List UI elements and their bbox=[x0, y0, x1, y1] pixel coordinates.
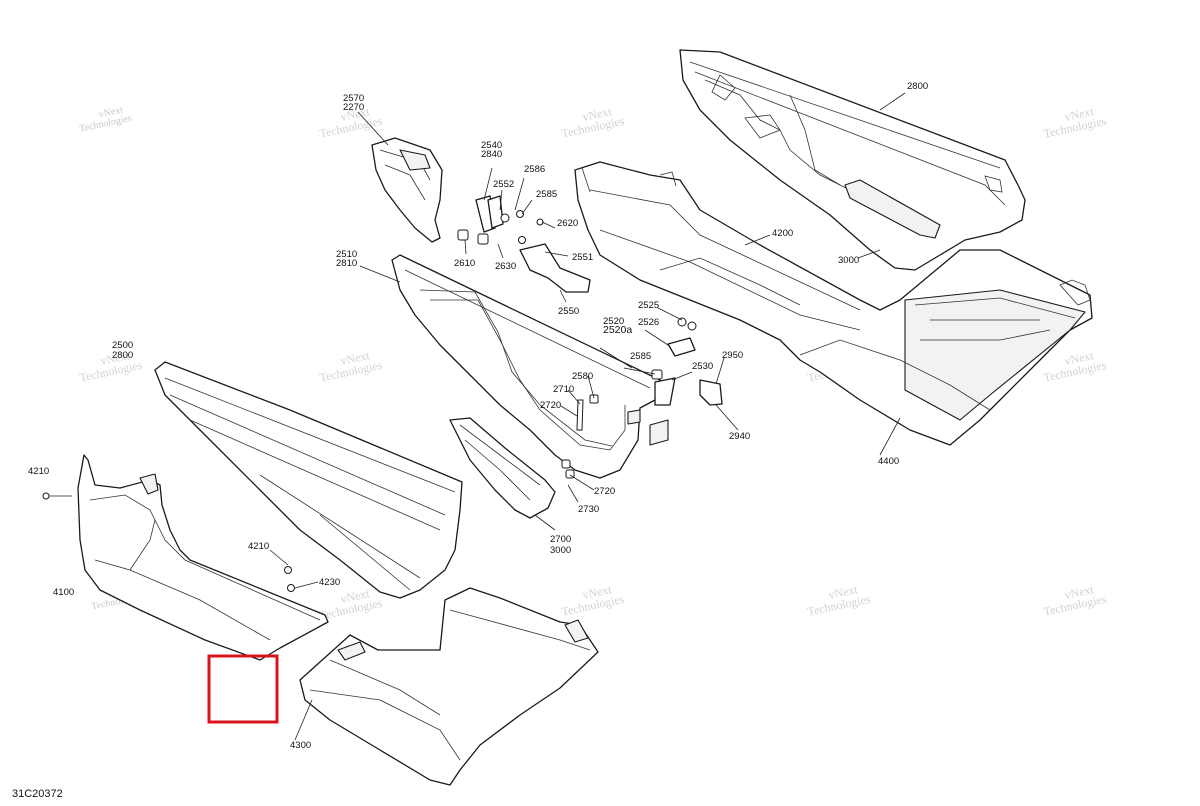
callout-4400: 4400 bbox=[878, 456, 899, 467]
callout-2586: 2586 bbox=[524, 164, 545, 175]
svg-text:vNext: vNext bbox=[581, 104, 613, 124]
callout-2510: 2510 bbox=[336, 249, 357, 260]
part-lower-left-panel bbox=[42, 454, 329, 661]
svg-text:vNext: vNext bbox=[339, 104, 371, 124]
watermark: vNext Technologies bbox=[560, 104, 626, 141]
callout-2540: 2540 bbox=[481, 140, 502, 151]
callout-4210-mid: 4210 bbox=[248, 541, 269, 552]
diagram-code: 31C20372 bbox=[12, 788, 63, 800]
callout-2585-mid: 2585 bbox=[630, 351, 651, 362]
callout-2585: 2585 bbox=[536, 189, 557, 200]
callout-2552: 2552 bbox=[493, 179, 514, 190]
watermark: vNext Technologies bbox=[78, 104, 132, 134]
callout-2800: 2800 bbox=[907, 81, 928, 92]
svg-text:vNext: vNext bbox=[1063, 348, 1095, 368]
highlight-box bbox=[207, 654, 279, 724]
svg-text:vNext: vNext bbox=[98, 104, 124, 120]
watermark: vNext Technologies bbox=[806, 582, 872, 619]
callout-2526: 2526 bbox=[638, 317, 659, 328]
watermark: vNext Technologies bbox=[1042, 348, 1108, 385]
callout-2551: 2551 bbox=[572, 252, 593, 263]
watermark: vNext Technologies bbox=[560, 582, 626, 619]
callout-4100: 4100 bbox=[53, 587, 74, 598]
svg-text:vNext: vNext bbox=[339, 586, 371, 606]
callout-2720-lower: 2720 bbox=[594, 486, 615, 497]
callout-2520a: 2520a bbox=[603, 324, 632, 336]
callout-4200: 4200 bbox=[772, 228, 793, 239]
leader-lines bbox=[269, 92, 906, 741]
callout-2700: 2700 bbox=[550, 534, 571, 545]
callout-4230: 4230 bbox=[319, 577, 340, 588]
svg-text:vNext: vNext bbox=[581, 582, 613, 602]
callout-2620: 2620 bbox=[557, 218, 578, 229]
callout-2570: 2570 bbox=[343, 93, 364, 104]
watermark: vNext Technologies bbox=[318, 348, 384, 385]
part-door-frame bbox=[391, 254, 669, 479]
watermark: vNext Technologies bbox=[1042, 582, 1108, 619]
part-latch bbox=[457, 195, 544, 256]
callout-3000-top: 3000 bbox=[838, 255, 859, 266]
callout-2610: 2610 bbox=[454, 258, 475, 269]
part-right-floor-tub bbox=[574, 161, 1093, 446]
svg-text:vNext: vNext bbox=[339, 348, 371, 368]
callout-labels: 2570 2270 2540 2840 2586 2552 2585 2620 … bbox=[28, 81, 928, 751]
callout-4210-left: 4210 bbox=[28, 466, 49, 477]
watermark: vNext Technologies bbox=[78, 348, 144, 385]
callout-2720-upper: 2720 bbox=[540, 400, 561, 411]
svg-text:vNext: vNext bbox=[827, 582, 859, 602]
callout-2950: 2950 bbox=[722, 350, 743, 361]
watermark: vNext Technologies bbox=[1042, 104, 1108, 141]
callout-2810: 2810 bbox=[336, 258, 357, 269]
svg-text:vNext: vNext bbox=[1063, 104, 1095, 124]
callout-2840: 2840 bbox=[481, 149, 502, 160]
callout-2580: 2580 bbox=[572, 371, 593, 382]
part-door-panel bbox=[154, 361, 463, 599]
svg-text:vNext: vNext bbox=[1063, 582, 1095, 602]
callout-2710: 2710 bbox=[553, 384, 574, 395]
callout-2940: 2940 bbox=[729, 431, 750, 442]
part-lower-floor-panel bbox=[299, 587, 599, 786]
callout-2630: 2630 bbox=[495, 261, 516, 272]
part-hinge-hardware bbox=[561, 317, 723, 479]
callout-2730: 2730 bbox=[578, 504, 599, 515]
part-door-handle bbox=[449, 417, 556, 519]
callout-2500: 2500 bbox=[112, 340, 133, 351]
callout-2800-left: 2800 bbox=[112, 350, 133, 361]
callout-4300: 4300 bbox=[290, 740, 311, 751]
callout-2550: 2550 bbox=[558, 306, 579, 317]
part-upper-bracket bbox=[371, 137, 443, 243]
svg-text:vNext: vNext bbox=[99, 348, 131, 368]
callout-2530: 2530 bbox=[692, 361, 713, 372]
part-upper-door-panel bbox=[679, 49, 1026, 271]
callout-2520: 2520 bbox=[603, 316, 624, 327]
part-strap bbox=[519, 243, 591, 293]
callout-2525: 2525 bbox=[638, 300, 659, 311]
callout-3000-bottom: 3000 bbox=[550, 545, 571, 556]
callout-2270: 2270 bbox=[343, 102, 364, 113]
